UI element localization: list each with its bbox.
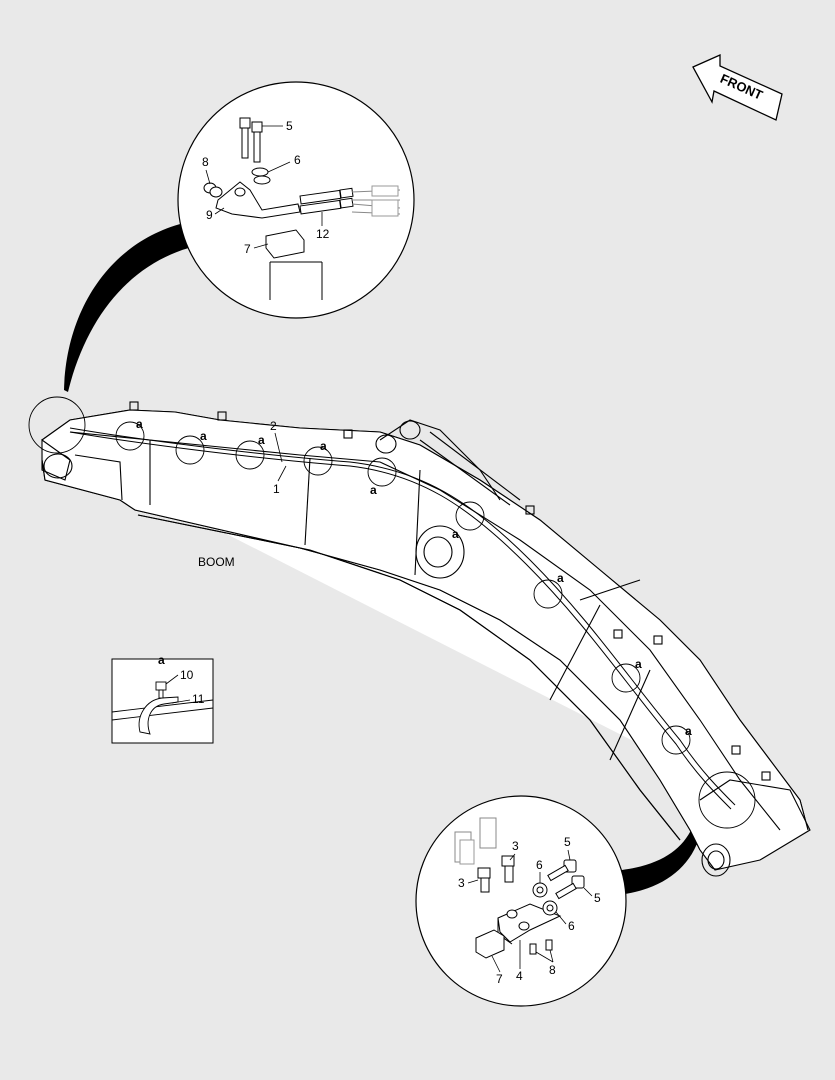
part-number-8: 8 — [202, 155, 209, 169]
clamp-circle — [115, 421, 145, 451]
part-number-1: 1 — [273, 482, 280, 496]
front-direction-arrow: FRONT — [692, 53, 783, 121]
part-number-8: 8 — [549, 963, 556, 977]
callout-hoses: 2 1 — [270, 419, 287, 496]
detail-circle-top: 5 6 8 9 7 12 — [177, 81, 415, 319]
part-number-4: 4 — [516, 969, 523, 983]
clamp-labels: a a a a a a a a a — [136, 417, 692, 738]
part-number-7: 7 — [244, 242, 251, 256]
part-number-11: 11 — [192, 692, 205, 706]
clamp-label: a — [258, 433, 265, 447]
detail-a-title: a — [158, 653, 165, 667]
clamp-circle — [303, 446, 333, 476]
part-number-3: 3 — [512, 839, 519, 853]
detail-circle-bottom: 3 3 5 5 6 6 7 4 8 — [415, 795, 627, 1007]
detail-connector-top — [64, 222, 196, 392]
clamp-circle — [455, 501, 485, 531]
clamp-label: a — [136, 417, 143, 431]
clamp-label: a — [452, 527, 459, 541]
detail-circle-bottom-ref — [698, 771, 756, 829]
clamp-label: a — [685, 724, 692, 738]
boom-structure — [41, 401, 811, 877]
clamp-label: a — [557, 571, 564, 585]
part-number-6: 6 — [536, 858, 543, 872]
clamp-markers — [28, 396, 756, 829]
boom-label: BOOM — [198, 555, 235, 569]
hose-lines — [69, 427, 736, 810]
clamp-circle — [533, 579, 563, 609]
clamp-circle — [661, 725, 691, 755]
part-number-2: 2 — [270, 419, 277, 433]
bolt-icon — [155, 681, 167, 691]
part-number-10: 10 — [180, 668, 194, 682]
clamp-circle — [175, 435, 205, 465]
part-number-5: 5 — [594, 891, 601, 905]
part-number-3: 3 — [458, 876, 465, 890]
clamp-circle — [235, 440, 265, 470]
clamp-label: a — [635, 657, 642, 671]
part-number-5: 5 — [286, 119, 293, 133]
detail-connector-bottom — [618, 828, 700, 895]
part-number-5: 5 — [564, 835, 571, 849]
clamp-label: a — [200, 429, 207, 443]
detail-a-box: a 10 11 — [111, 653, 214, 744]
part-number-9: 9 — [206, 208, 213, 222]
part-number-6: 6 — [294, 153, 301, 167]
clamp-label: a — [370, 483, 377, 497]
part-number-7: 7 — [496, 972, 503, 986]
clamp-label: a — [320, 439, 327, 453]
detail-circle-top-ref — [28, 396, 86, 454]
part-number-12: 12 — [316, 227, 330, 241]
part-number-6: 6 — [568, 919, 575, 933]
clamp-circle — [611, 663, 641, 693]
clamp-circle — [367, 457, 397, 487]
